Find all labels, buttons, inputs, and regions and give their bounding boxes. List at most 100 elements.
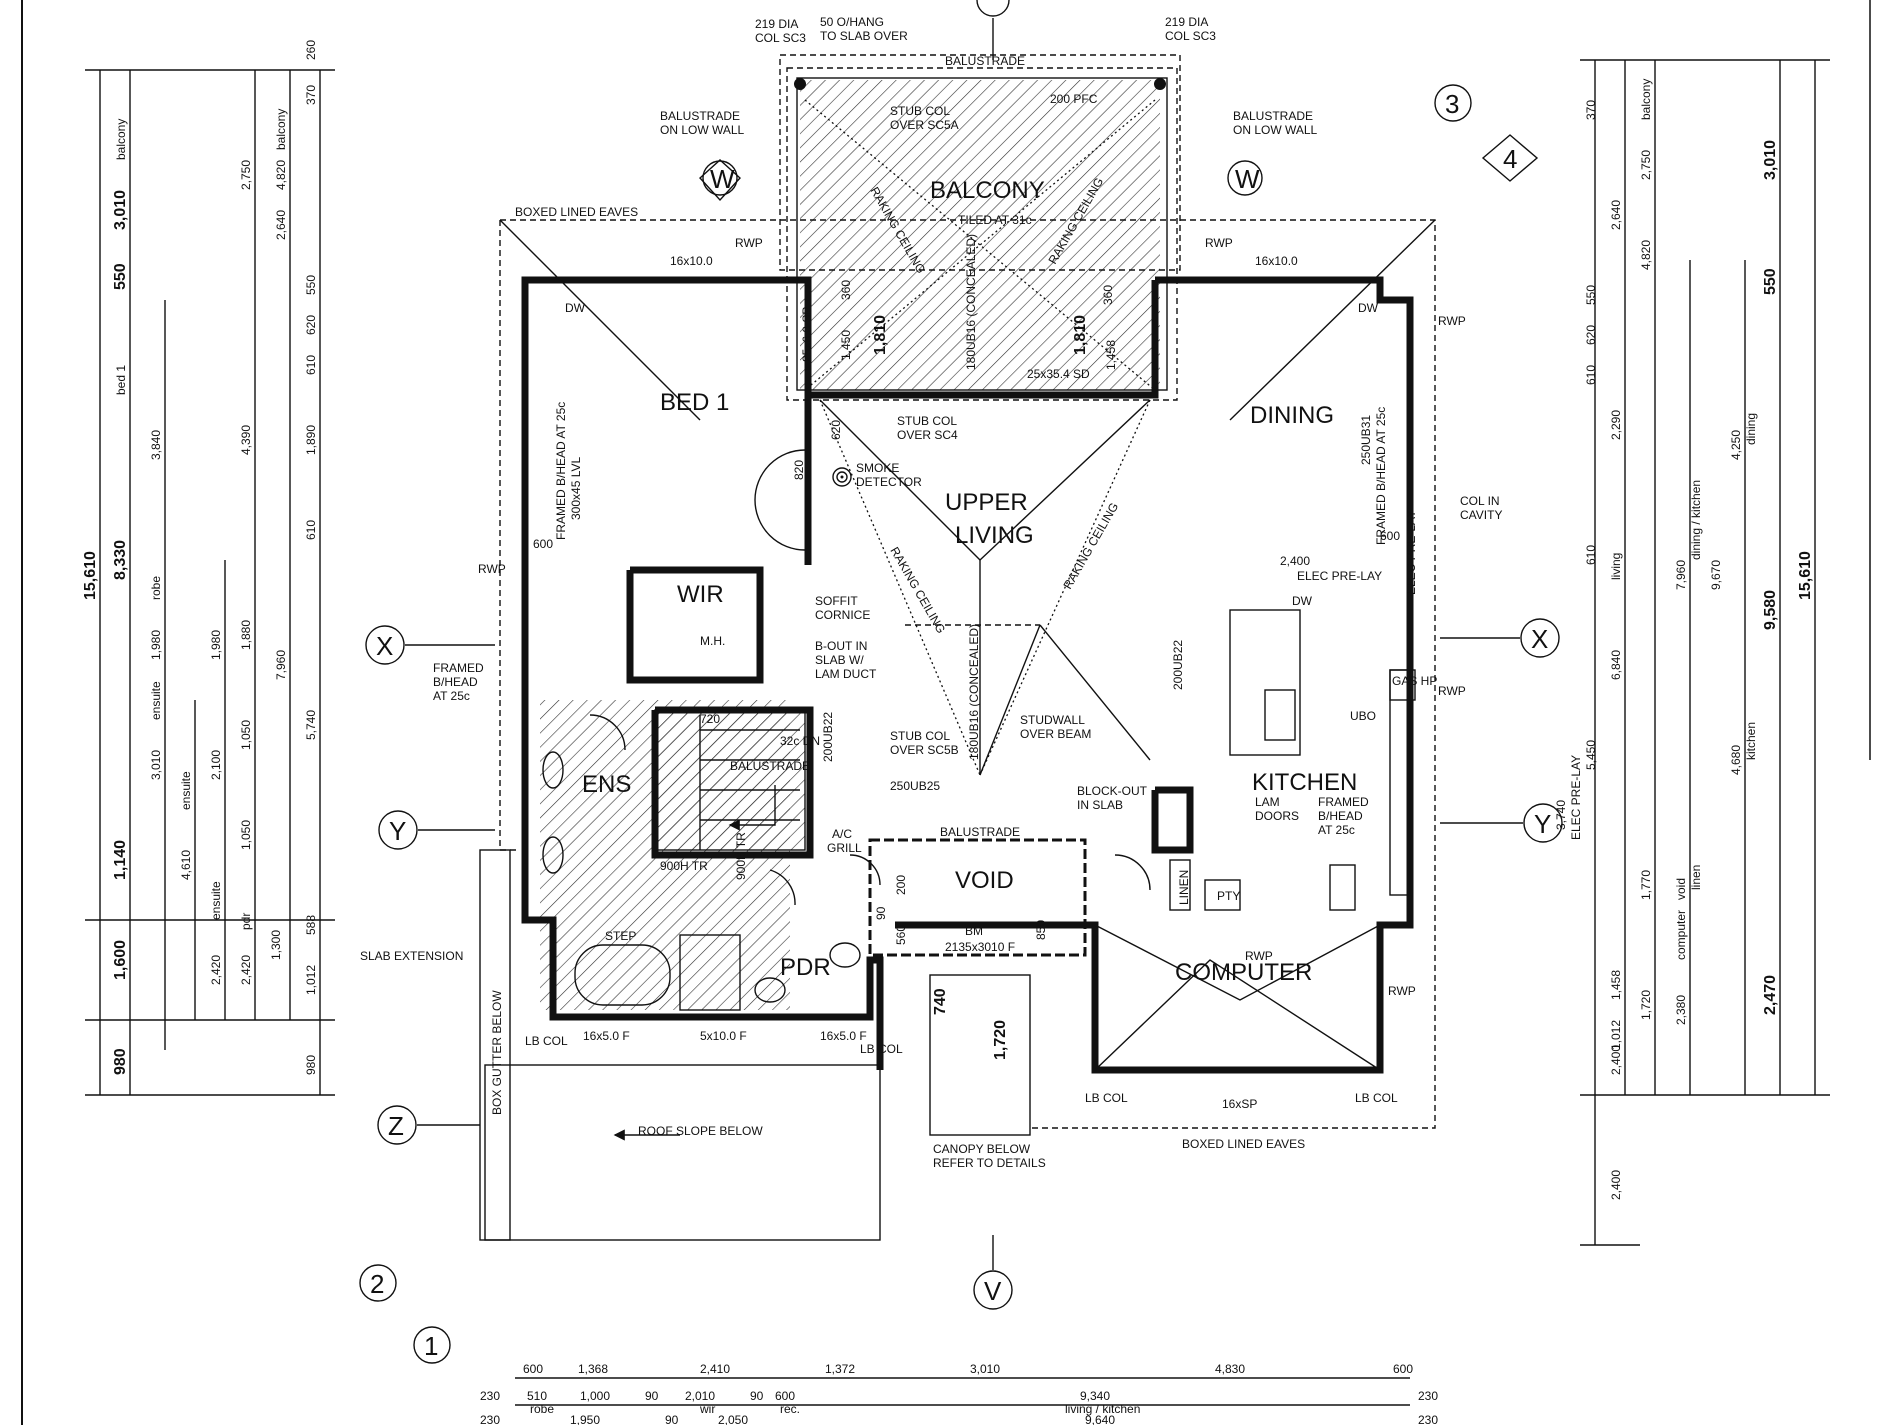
col-left-1: 219 DIA: [755, 17, 798, 31]
framed-3: AT 25c: [433, 689, 470, 703]
svg-text:2,420: 2,420: [239, 955, 253, 985]
d2400: 2,400: [1280, 554, 1310, 568]
svg-text:230: 230: [1418, 1413, 1438, 1425]
beam-25x35: 25x35.4 SD: [1027, 367, 1090, 381]
roof-slope: ROOF SLOPE BELOW: [638, 1124, 763, 1138]
rwp-4: RWP: [1388, 984, 1416, 998]
svg-text:1,050: 1,050: [239, 720, 253, 750]
svg-text:2,100: 2,100: [209, 750, 223, 780]
room-living: LIVING: [955, 522, 1034, 549]
ohang-2: TO SLAB OVER: [820, 29, 908, 43]
elec-bottom: ELEC PRE-LAY: [1404, 510, 1418, 595]
svg-text:3,010: 3,010: [112, 190, 129, 230]
svg-text:600: 600: [775, 1389, 795, 1403]
door-swings: [589, 449, 1151, 906]
svg-text:1,372: 1,372: [825, 1362, 855, 1376]
col-cavity-1: COL IN: [1460, 494, 1500, 508]
svg-text:610: 610: [304, 355, 318, 375]
svg-text:computer: computer: [1674, 910, 1688, 960]
bal-low-wall-r2: ON LOW WALL: [1233, 123, 1318, 137]
svg-text:3,010: 3,010: [1762, 140, 1779, 180]
svg-text:1: 1: [424, 1331, 438, 1361]
svg-text:ensuite: ensuite: [179, 771, 193, 810]
bal-low-wall-l2: ON LOW WALL: [660, 123, 745, 137]
svg-text:230: 230: [480, 1389, 500, 1403]
svg-text:4,820: 4,820: [274, 160, 288, 190]
beam-25x6: 25x6.0 SP: [800, 307, 814, 362]
svg-text:X: X: [1531, 624, 1548, 654]
svg-text:3,010: 3,010: [970, 1362, 1000, 1376]
elec-prelay: ELEC PRE-LAY: [1297, 569, 1382, 583]
svg-text:7,960: 7,960: [1674, 560, 1688, 590]
svg-text:4,830: 4,830: [1215, 1362, 1245, 1376]
svg-text:3,010: 3,010: [149, 750, 163, 780]
svg-text:pdr: pdr: [239, 913, 253, 930]
kit-bhead-3: AT 25c: [1318, 823, 1355, 837]
balustrade-void: BALUSTRADE: [940, 825, 1020, 839]
dn: 32c DN: [780, 734, 820, 748]
grid-marker-w-right: W: [1227, 160, 1263, 196]
lintel-left: 16x10.0: [670, 254, 713, 268]
svg-text:ELEC PRE-LAY: ELEC PRE-LAY: [1569, 755, 1583, 840]
balcony-eaves: [779, 54, 1181, 271]
svg-text:980: 980: [112, 1048, 129, 1075]
svg-text:90: 90: [665, 1413, 679, 1425]
room-ens: ENS: [582, 771, 631, 798]
balcony-outline: [796, 77, 1168, 391]
svg-text:4,250: 4,250: [1729, 430, 1743, 460]
studwall-2: OVER BEAM: [1020, 727, 1091, 741]
room-computer: COMPUTER: [1175, 959, 1312, 986]
stub-sc5b-2: OVER SC5B: [890, 743, 959, 757]
svg-text:370: 370: [304, 85, 318, 105]
balcony-balustrade: [786, 67, 1178, 401]
svg-text:1,050: 1,050: [239, 820, 253, 850]
roof-below: [484, 1064, 881, 1241]
gas: GAS HP: [1392, 674, 1437, 688]
svg-text:2,400: 2,400: [1609, 1045, 1623, 1075]
lb-col-4: LB COL: [1355, 1091, 1398, 1105]
svg-text:V: V: [984, 1276, 1002, 1306]
grid-marker-x-right: X: [1520, 618, 1560, 658]
smoke-2: DETECTOR: [856, 475, 922, 489]
dw-kitchen: DW: [1292, 594, 1313, 608]
svg-text:560: 560: [894, 925, 908, 945]
svg-text:balcony: balcony: [274, 109, 288, 150]
svg-text:360: 360: [1101, 285, 1115, 305]
computer-roof: [1094, 959, 1381, 1071]
svg-text:980: 980: [304, 1055, 318, 1075]
mh: M.H.: [700, 634, 725, 648]
d600-b: 600: [1380, 529, 1400, 543]
svg-text:W: W: [1235, 164, 1260, 194]
column-right-icon: [1154, 78, 1166, 90]
room-upper: UPPER: [945, 489, 1028, 516]
eaves-left: [499, 220, 520, 851]
rwp-6: RWP: [1438, 684, 1466, 698]
kit-bhead-2: B/HEAD: [1318, 809, 1363, 823]
svg-text:9,580: 9,580: [1762, 590, 1779, 630]
void-outline: [868, 838, 1087, 957]
dims-left: 15,610 3,010 550 8,330 1,140 1,600 980 3…: [82, 40, 335, 1096]
d620: 620: [829, 420, 843, 440]
svg-text:260: 260: [304, 40, 318, 60]
lb-col-3: LB COL: [1085, 1091, 1128, 1105]
lb-col-2: LB COL: [860, 1042, 903, 1056]
svg-text:7,960: 7,960: [274, 650, 288, 680]
raking-2: RAKING CEILING: [1060, 500, 1121, 591]
balustrade-stair: BALUSTRADE: [730, 759, 810, 773]
svg-text:W: W: [710, 164, 735, 194]
dw-dining: DW: [1358, 301, 1379, 315]
soffit-2: CORNICE: [815, 608, 870, 622]
svg-text:550: 550: [1584, 285, 1598, 305]
col-right-1: 219 DIA: [1165, 15, 1208, 29]
framed-bhead-right: FRAMED B/HEAD AT 25c: [1374, 407, 1388, 545]
dims-right: 15,610 3,010 550 9,580 2,470 4,250 dinin…: [1554, 59, 1830, 1246]
svg-text:8,330: 8,330: [112, 540, 129, 580]
pfc-200: 200 PFC: [1050, 92, 1098, 106]
svg-text:620: 620: [304, 315, 318, 335]
grid-marker-z: Z: [377, 1105, 417, 1145]
tr-900: 900H TR: [660, 859, 708, 873]
svg-text:2,640: 2,640: [1609, 200, 1623, 230]
grid-marker-2: 2: [359, 1264, 397, 1302]
stub-sc5a-1: STUB COL: [890, 104, 950, 118]
rwp-1: RWP: [735, 236, 763, 250]
